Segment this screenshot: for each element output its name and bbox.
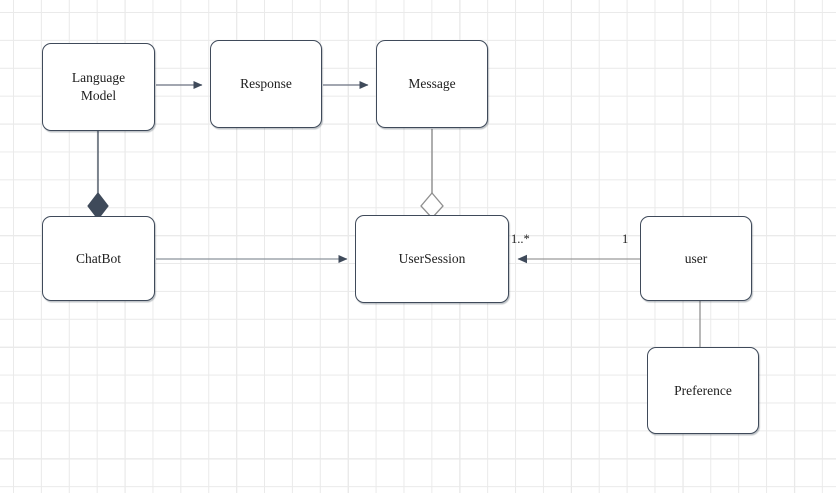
node-usersession[interactable]: UserSession [355, 215, 509, 303]
edge-message-to-usersession [420, 129, 444, 219]
node-label-preference: Preference [674, 382, 732, 398]
node-label-user: user [684, 250, 708, 266]
node-label-line-1: Language [71, 70, 126, 86]
node-chatbot[interactable]: ChatBot [42, 216, 155, 301]
multiplicity-label-user-end: 1 [622, 232, 629, 246]
node-label-usersession: UserSession [398, 251, 466, 267]
node-response[interactable]: Response [210, 40, 322, 128]
node-label-language-model: Language Model [60, 69, 137, 105]
multiplicity-label-usersession-end: 1..* [511, 232, 530, 246]
node-label-message: Message [408, 76, 456, 92]
edge-language-model-to-chatbot [87, 131, 109, 220]
node-label-response: Response [240, 76, 292, 92]
node-label-line-2: Model [80, 88, 117, 103]
node-language-model[interactable]: Language Model [42, 43, 155, 131]
node-label-chatbot: ChatBot [75, 250, 121, 266]
node-preference[interactable]: Preference [647, 347, 759, 434]
node-message[interactable]: Message [376, 40, 488, 128]
node-user[interactable]: user [640, 216, 752, 301]
